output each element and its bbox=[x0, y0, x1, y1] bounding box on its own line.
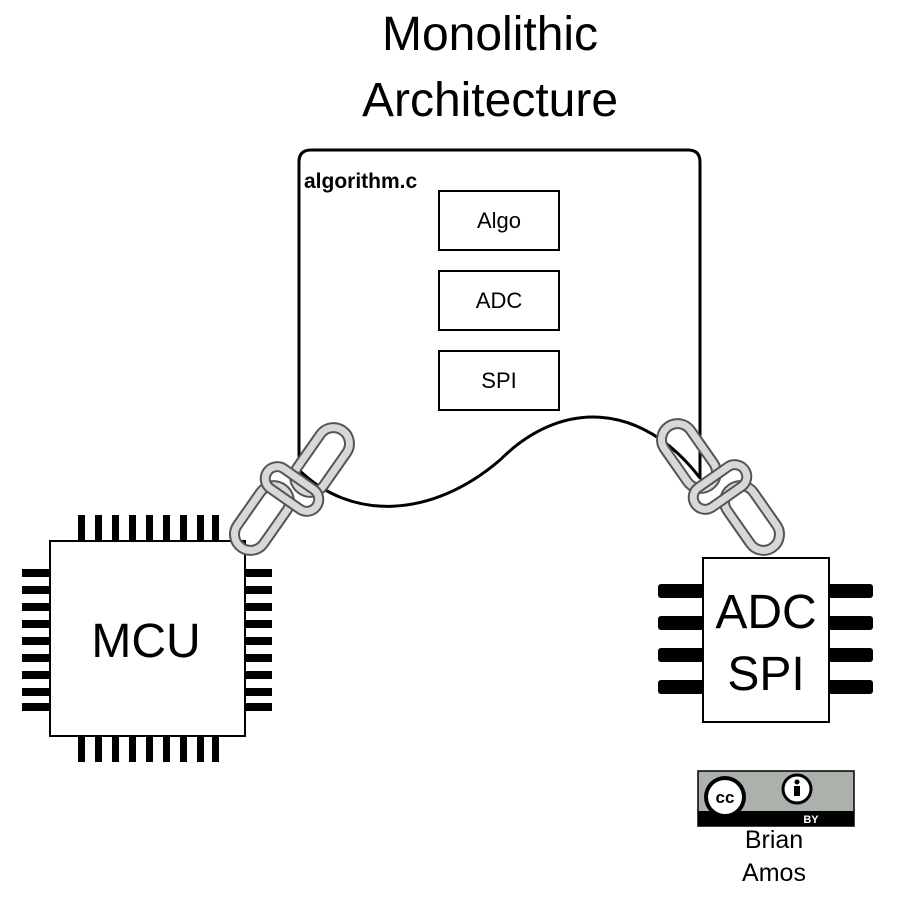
attribution-icon bbox=[781, 773, 813, 805]
title-line-2: Architecture bbox=[362, 74, 618, 127]
peripheral-left-pins bbox=[658, 584, 704, 694]
cc-by-license-badge[interactable]: BY cc bbox=[697, 770, 855, 827]
mcu-bottom-pins bbox=[78, 736, 219, 762]
mcu-body bbox=[49, 540, 246, 737]
license-badge-text: BY bbox=[803, 814, 819, 826]
mcu-label: MCU bbox=[91, 615, 200, 668]
peripheral-chip: ADC SPI bbox=[658, 557, 873, 723]
peripheral-label-line-1: ADC bbox=[715, 586, 816, 639]
author-name-line-2: Amos bbox=[742, 859, 806, 887]
module-spi-label: SPI bbox=[481, 368, 516, 393]
mcu-right-pins bbox=[245, 569, 272, 711]
module-algo: Algo bbox=[438, 190, 560, 251]
chain-right-icon bbox=[656, 418, 785, 556]
chain-left-icon bbox=[229, 422, 355, 556]
title-line-1: Monolithic bbox=[382, 8, 598, 61]
mcu-top-pins bbox=[78, 515, 219, 541]
peripheral-body bbox=[702, 557, 830, 723]
author-name-line-1: Brian bbox=[745, 826, 803, 854]
module-adc-label: ADC bbox=[476, 288, 523, 313]
cc-icon: cc bbox=[704, 776, 746, 818]
cc-icon-text: cc bbox=[716, 788, 735, 807]
peripheral-label-line-2: SPI bbox=[727, 648, 804, 701]
mcu-chip: MCU bbox=[22, 515, 272, 762]
module-adc: ADC bbox=[438, 270, 560, 331]
module-algo-label: Algo bbox=[477, 208, 521, 233]
module-spi: SPI bbox=[438, 350, 560, 411]
mcu-left-pins bbox=[22, 569, 50, 711]
peripheral-right-pins bbox=[828, 584, 873, 694]
file-name-label: algorithm.c bbox=[304, 170, 418, 193]
